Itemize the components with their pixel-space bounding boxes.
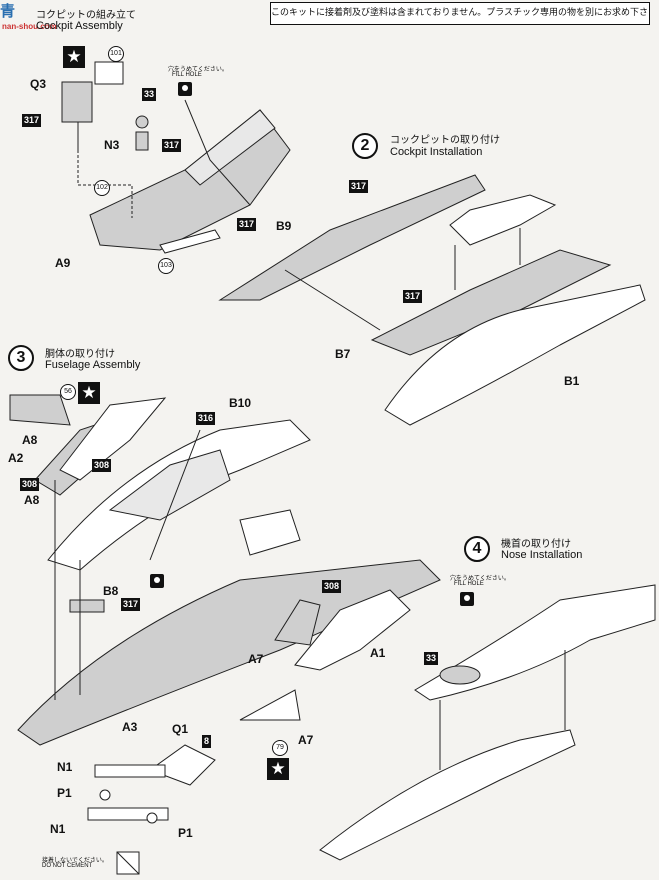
paint-code-317: 317 xyxy=(22,114,42,127)
paint-code-8: 8 xyxy=(202,735,212,748)
part-n1-label: N1 xyxy=(50,822,66,836)
site-watermark-logo: 青 xyxy=(0,3,16,20)
part-a8-label: A8 xyxy=(22,433,38,447)
decal-56: 56 xyxy=(60,384,76,400)
part-b8-label: B8 xyxy=(103,584,119,598)
part-a9-label: A9 xyxy=(55,256,71,270)
step2-number: 2 xyxy=(352,133,378,159)
part-a8-label: A8 xyxy=(24,493,40,507)
part-b9-label: B9 xyxy=(276,219,292,233)
part-p1-label: P1 xyxy=(57,786,72,800)
fill-hole-icon xyxy=(150,574,164,588)
step4-title-en: Nose Installation xyxy=(501,549,583,561)
star-icon: ★ xyxy=(63,46,85,68)
decal-sheet xyxy=(94,61,124,85)
nose-section xyxy=(414,584,656,701)
fill-hole-icon xyxy=(460,592,474,606)
fill-hole-jp: 穴をうめてください。 xyxy=(168,66,228,73)
fill-hole-en: FILL HOLE xyxy=(454,581,484,587)
part-q1 xyxy=(148,744,216,786)
step2-title-jp: コックピットの取り付け xyxy=(390,135,500,146)
step4-number: 4 xyxy=(464,536,490,562)
part-b10 xyxy=(47,419,311,571)
fill-hole-icon xyxy=(178,82,192,96)
fill-hole-en: FILL HOLE xyxy=(172,72,202,78)
star-icon: ★ xyxy=(78,382,100,404)
part-b10-label: B10 xyxy=(229,396,252,410)
step2-title-en: Cockpit Installation xyxy=(390,146,483,158)
part-a1-label: A1 xyxy=(370,646,386,660)
part-q1-label: Q1 xyxy=(172,722,189,736)
part-n1 xyxy=(94,764,166,778)
fill-hole-jp: 穴をうめてください。 xyxy=(450,575,510,582)
part-b7-label: B7 xyxy=(335,347,351,361)
step3-title-en: Fuselage Assembly xyxy=(45,359,141,371)
step1-title-en: Cockpit Assembly xyxy=(36,20,123,32)
star-icon: ★ xyxy=(267,758,289,780)
part-a1 xyxy=(294,589,411,671)
decal-103: 103 xyxy=(158,258,174,274)
paint-code-316: 316 xyxy=(196,412,216,425)
adhesive-notice: このキットに接着剤及び塗料は含まれておりません。プラスチック専用の物を別にお求め… xyxy=(270,2,650,25)
part-b1 xyxy=(384,284,646,426)
part-a2 xyxy=(34,414,127,496)
paint-code-33: 33 xyxy=(142,88,157,101)
part-a2-label: A2 xyxy=(8,451,24,465)
do-not-cement-jp: 接着しないでください。 xyxy=(42,857,108,864)
paint-code-317: 317 xyxy=(237,218,257,231)
do-not-cement-en: DO NOT CEMENT xyxy=(42,863,93,869)
part-q3-label: Q3 xyxy=(30,77,47,91)
seat-q3 xyxy=(61,81,93,123)
step4-title-jp: 機首の取り付け xyxy=(501,539,571,550)
paint-code-317: 317 xyxy=(162,139,182,152)
decal-102: 102 xyxy=(94,180,110,196)
part-p1-label: P1 xyxy=(178,826,193,840)
paint-code-308: 308 xyxy=(322,580,342,593)
step3-number: 3 xyxy=(8,345,34,371)
part-b1-label: B1 xyxy=(564,374,580,388)
part-n3-label: N3 xyxy=(104,138,120,152)
paint-code-308: 308 xyxy=(92,459,112,472)
site-watermark-url: nan-shou.com xyxy=(2,22,57,31)
part-b9 xyxy=(218,174,486,301)
step3-title-jp: 胴体の取り付け xyxy=(45,349,115,360)
paint-code-317: 317 xyxy=(349,180,369,193)
decal-101: 101 xyxy=(108,46,124,62)
paint-code-317: 317 xyxy=(403,290,423,303)
paint-code-33: 33 xyxy=(424,652,439,665)
part-a7-label: A7 xyxy=(298,733,314,747)
part-a7-label: A7 xyxy=(248,652,264,666)
paint-code-308: 308 xyxy=(20,478,40,491)
step1-title-jp: コクピットの組み立て xyxy=(36,10,136,21)
cockpit-tub xyxy=(89,109,291,251)
paint-code-317: 317 xyxy=(121,598,141,611)
part-n1-label: N1 xyxy=(57,760,73,774)
assembled-fuselage xyxy=(319,729,576,861)
decal-79: 79 xyxy=(272,740,288,756)
part-a3-label: A3 xyxy=(122,720,138,734)
